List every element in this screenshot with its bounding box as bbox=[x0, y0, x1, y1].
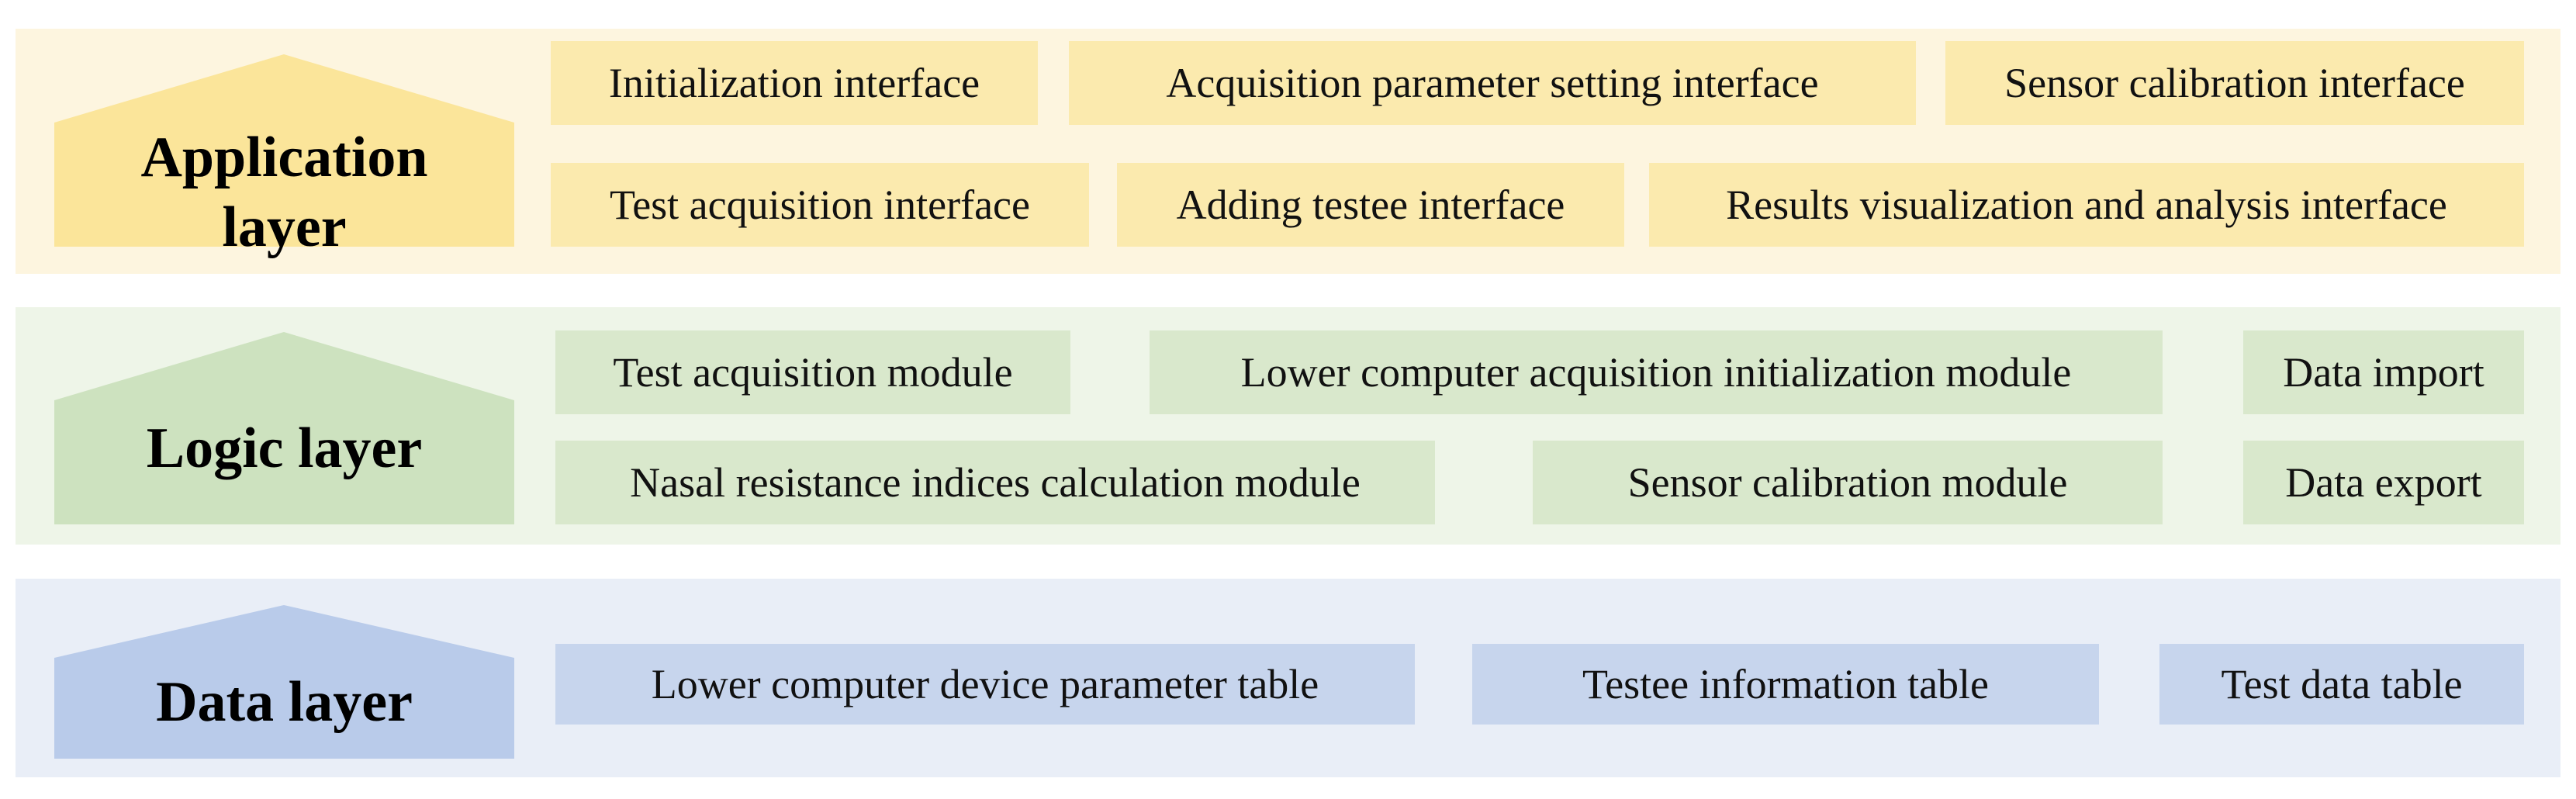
logic-layer-title: Logic layer bbox=[146, 417, 423, 480]
adding-testee-interface-box: Adding testee interface bbox=[1117, 163, 1624, 247]
sensor-calibration-interface-box: Sensor calibration interface bbox=[1945, 41, 2524, 125]
data-export-box: Data export bbox=[2243, 441, 2524, 524]
testee-information-table-box: Testee information table bbox=[1472, 644, 2099, 725]
house-shape-icon bbox=[54, 605, 514, 759]
application-layer-house: Application layer bbox=[54, 54, 514, 259]
application-layer-title-line2: layer bbox=[222, 195, 347, 259]
data-import-box: Data import bbox=[2243, 330, 2524, 414]
lower-computer-init-module-box: Lower computer acquisition initializatio… bbox=[1150, 330, 2163, 414]
application-layer-title-line1: Application bbox=[140, 126, 428, 189]
acquisition-parameter-setting-interface-box: Acquisition parameter setting interface bbox=[1069, 41, 1916, 125]
house-shape-icon bbox=[54, 54, 514, 247]
test-data-table-box: Test data table bbox=[2159, 644, 2524, 725]
data-layer-house: Data layer bbox=[54, 605, 514, 759]
initialization-interface-box: Initialization interface bbox=[551, 41, 1038, 125]
results-visualization-interface-box: Results visualization and analysis inter… bbox=[1649, 163, 2524, 247]
test-acquisition-module-box: Test acquisition module bbox=[555, 330, 1070, 414]
test-acquisition-interface-box: Test acquisition interface bbox=[551, 163, 1089, 247]
sensor-calibration-module-box: Sensor calibration module bbox=[1533, 441, 2163, 524]
data-layer-title: Data layer bbox=[156, 670, 413, 734]
device-parameter-table-box: Lower computer device parameter table bbox=[555, 644, 1415, 725]
nasal-resistance-module-box: Nasal resistance indices calculation mod… bbox=[555, 441, 1435, 524]
logic-layer-house: Logic layer bbox=[54, 332, 514, 524]
house-shape-icon bbox=[54, 332, 514, 524]
